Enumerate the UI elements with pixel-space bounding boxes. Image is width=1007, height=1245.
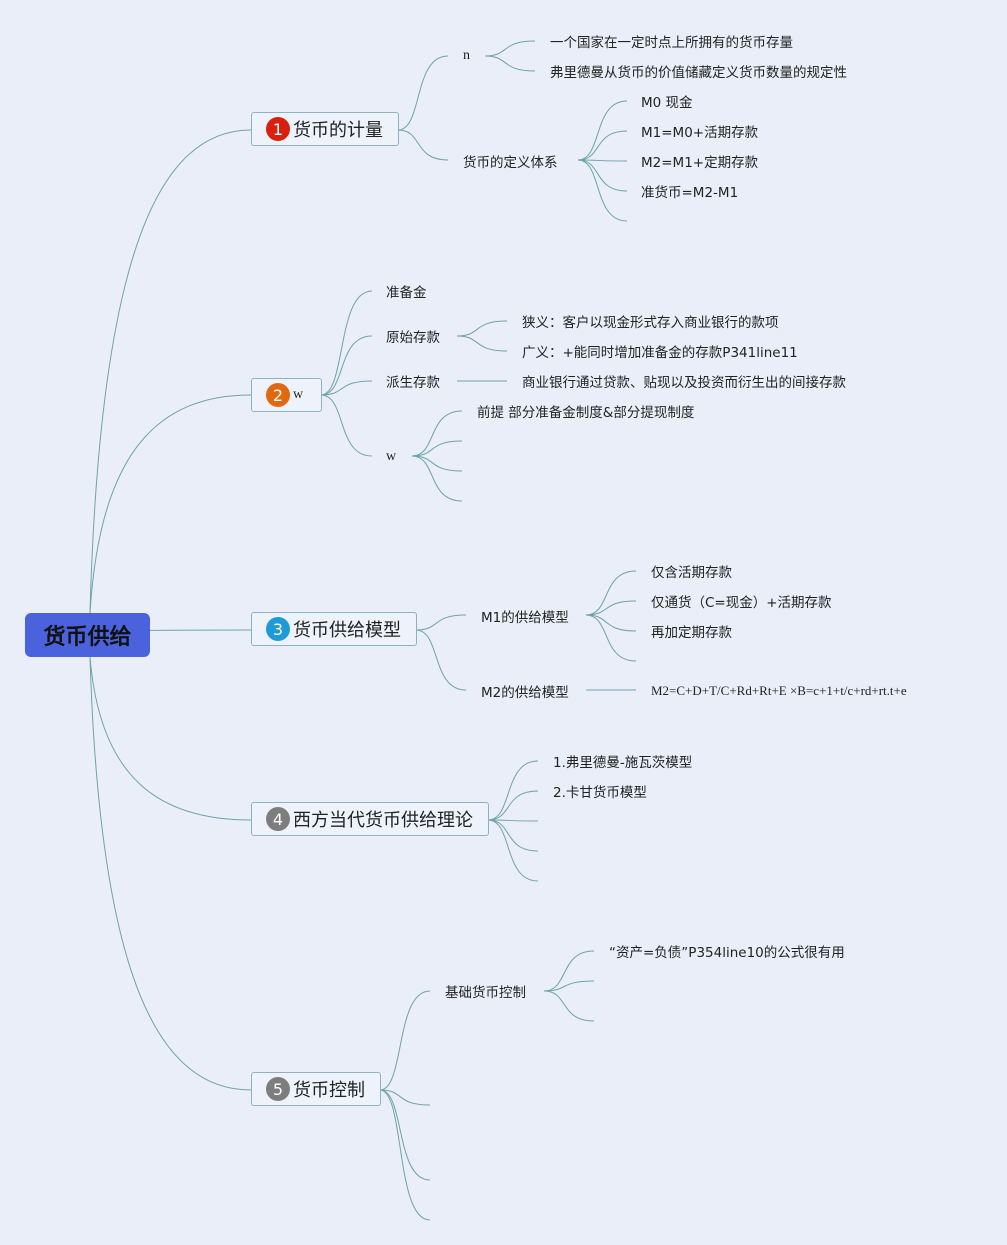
connector	[320, 380, 373, 396]
topic-label: 西方当代货币供给理论	[293, 810, 473, 831]
leaf[interactable]: 仅通货（C=现金）+活期存款	[651, 595, 832, 611]
subtopic-n[interactable]: n	[463, 48, 470, 63]
subtopic-derived-deposit[interactable]: 派生存款	[386, 375, 440, 391]
leaf[interactable]: 狭义：客户以现金形式存入商业银行的款项	[522, 315, 779, 331]
connector	[320, 394, 373, 457]
connector	[543, 950, 595, 992]
connector	[411, 410, 463, 457]
topic-label: 货币供给模型	[293, 620, 401, 641]
connector	[415, 614, 467, 631]
connector	[379, 1089, 431, 1221]
subtopic-m2-model[interactable]: M2的供给模型	[481, 685, 569, 701]
root-topic[interactable]: 货币供给	[25, 613, 150, 657]
topic-label: 货币的计量	[293, 120, 383, 141]
connector	[487, 760, 539, 821]
connector	[487, 790, 539, 821]
topic-w[interactable]: 2 w	[251, 378, 322, 412]
leaf[interactable]: 准货币=M2-M1	[641, 185, 739, 201]
connector	[487, 819, 539, 882]
connector	[379, 1089, 431, 1106]
connector	[577, 159, 628, 192]
priority-2-icon: 2	[266, 383, 290, 407]
leaf-m2-formula[interactable]: M2=C+D+T/C+Rd+Rt+E ×B=c+1+t/c+rd+rt.t+e	[651, 683, 907, 698]
priority-1-icon: 1	[266, 117, 290, 141]
leaf[interactable]: “资产=负债”P354line10的公式很有用	[609, 945, 845, 961]
topic-label: 货币控制	[293, 1080, 365, 1101]
connector	[585, 614, 637, 662]
connector	[379, 1089, 431, 1181]
connector	[487, 819, 539, 852]
connector	[379, 990, 431, 1091]
leaf[interactable]: 广义：+能同时增加准备金的存款P341line11	[522, 345, 798, 361]
connector	[415, 629, 467, 691]
subtopic-m1-model[interactable]: M1的供给模型	[481, 610, 569, 626]
connector	[89, 656, 252, 821]
leaf[interactable]: M0 现金	[641, 95, 693, 111]
subtopic-reserve[interactable]: 准备金	[386, 285, 427, 301]
connector	[456, 335, 508, 352]
connector	[487, 819, 539, 822]
connector	[89, 656, 252, 1091]
leaf[interactable]: 仅含活期存款	[651, 565, 732, 581]
topic-label: w	[293, 387, 304, 402]
connector	[577, 130, 628, 161]
leaf[interactable]: 商业银行通过贷款、贴现以及投资而衍生出的间接存款	[522, 375, 846, 391]
connector	[484, 55, 536, 72]
topic-supply-model[interactable]: 3 货币供给模型	[251, 612, 417, 646]
connector	[543, 980, 595, 992]
leaf[interactable]: 2.卡甘货币模型	[553, 785, 647, 801]
connector	[411, 455, 463, 472]
connector	[320, 335, 373, 396]
subtopic-definition-system[interactable]: 货币的定义体系	[463, 155, 558, 171]
connector	[89, 394, 252, 614]
leaf[interactable]: 1.弗里德曼-施瓦茨模型	[553, 755, 693, 771]
connector	[397, 55, 449, 131]
leaf[interactable]: 一个国家在一定时点上所拥有的货币存量	[550, 35, 793, 51]
connector	[320, 290, 373, 396]
connector	[585, 614, 637, 632]
topic-measurement[interactable]: 1 货币的计量	[251, 112, 399, 146]
priority-5-icon: 5	[266, 1077, 290, 1101]
connector	[411, 455, 463, 502]
connector	[577, 159, 628, 162]
leaf[interactable]: M2=M1+定期存款	[641, 155, 759, 171]
connector	[585, 570, 637, 616]
topic-western-theory[interactable]: 4 西方当代货币供给理论	[251, 802, 489, 836]
priority-4-icon: 4	[266, 807, 290, 831]
connector	[543, 990, 595, 1022]
connector	[585, 600, 637, 616]
connector	[411, 440, 463, 457]
connector	[397, 129, 449, 161]
leaf[interactable]: 弗里德曼从货币的价值储藏定义货币数量的规定性	[550, 65, 847, 81]
subtopic-original-deposit[interactable]: 原始存款	[386, 330, 440, 346]
subtopic-w[interactable]: w	[386, 449, 397, 464]
priority-3-icon: 3	[266, 617, 290, 641]
connector	[577, 100, 628, 161]
leaf[interactable]: M1=M0+活期存款	[641, 125, 759, 141]
connector	[456, 320, 508, 337]
subtopic-base-money-control[interactable]: 基础货币控制	[445, 985, 526, 1001]
connector	[89, 129, 252, 614]
leaf[interactable]: 再加定期存款	[651, 625, 732, 641]
leaf[interactable]: 前提 部分准备金制度&部分提现制度	[477, 405, 695, 421]
connector	[577, 159, 628, 222]
topic-money-control[interactable]: 5 货币控制	[251, 1072, 381, 1106]
connector	[484, 40, 536, 57]
